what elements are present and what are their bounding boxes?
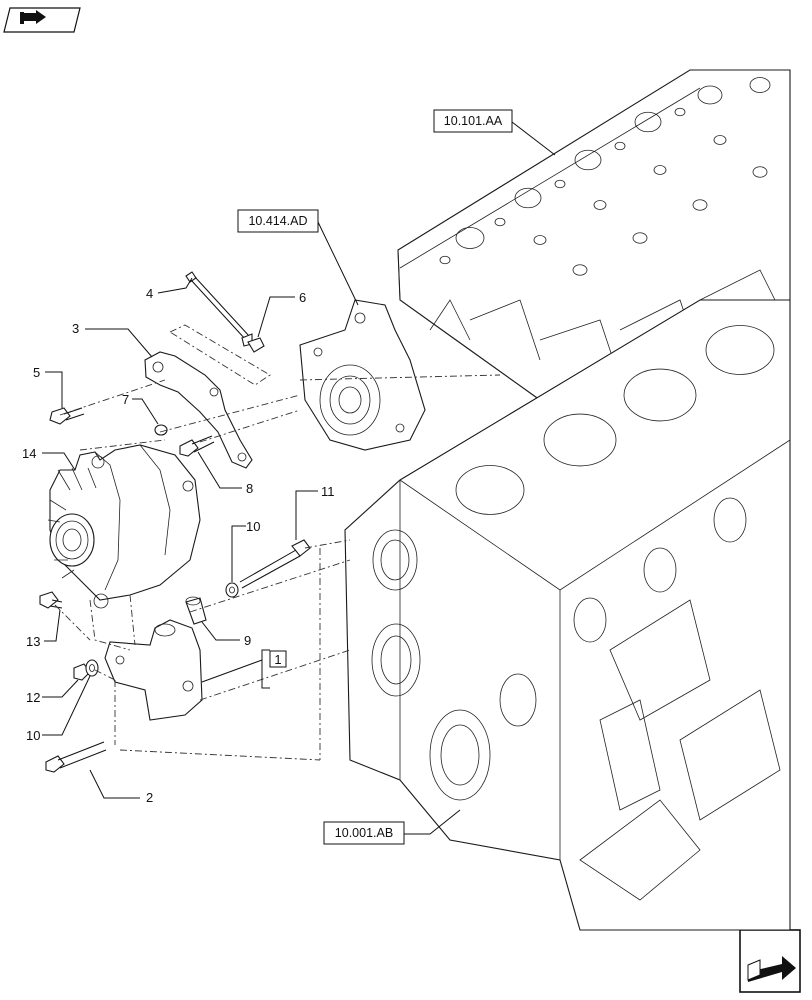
next-page-arrow-icon[interactable] (739, 929, 801, 993)
head-hole (632, 232, 648, 244)
ref-box-cylinder-head[interactable]: 10.101.AA (433, 109, 513, 133)
head-hole (439, 255, 451, 265)
callout-6: 6 (299, 290, 306, 305)
callout-11: 11 (321, 484, 335, 499)
callout-5: 5 (33, 365, 40, 380)
head-hole (634, 111, 662, 133)
ref-text-cylinder-head: 10.101.AA (444, 114, 503, 128)
bolt-11 (239, 539, 311, 589)
washer-10-left (85, 659, 99, 677)
bolt-4 (185, 271, 253, 347)
callouts: 1 2 3 4 5 6 7 8 9 10 11 12 13 14 10 (22, 286, 335, 805)
head-hole (713, 135, 727, 145)
leader-lines (42, 121, 556, 835)
head-hole (554, 179, 566, 189)
callout-10-left: 10 (26, 728, 40, 743)
callout-13: 13 (26, 634, 40, 649)
callout-10-right: 10 (246, 519, 260, 534)
alignment-lines (54, 324, 501, 761)
cylinder-bore (455, 465, 525, 515)
head-hole (749, 77, 771, 93)
callout-14: 14 (22, 446, 36, 461)
head-hole (674, 107, 686, 117)
cylinder-bore (543, 413, 617, 467)
bushing-9 (185, 596, 207, 625)
head-hole (697, 85, 723, 105)
callout-9: 9 (244, 633, 251, 648)
bolt-13 (39, 591, 63, 609)
bracket-lower (104, 619, 203, 721)
engine-block (344, 299, 791, 931)
bolt-2 (45, 741, 107, 773)
head-hole (494, 217, 506, 227)
head-hole (614, 141, 626, 151)
ref-box-engine-block[interactable]: 10.001.AB (323, 821, 405, 845)
head-hole (514, 187, 542, 209)
washer-10-right (225, 582, 239, 598)
callout-2: 2 (146, 790, 153, 805)
callout-3: 3 (72, 321, 79, 336)
callout-8: 8 (246, 481, 253, 496)
head-hole (533, 235, 547, 245)
callout-4: 4 (146, 286, 153, 301)
callout-1-text: 1 (274, 652, 281, 667)
callout-7: 7 (122, 392, 129, 407)
washer-7 (154, 424, 168, 436)
ref-text-engine-block: 10.001.AB (335, 826, 393, 840)
head-hole (653, 165, 667, 175)
ref-box-water-pump[interactable]: 10.414.AD (237, 209, 319, 233)
nut-6 (247, 337, 265, 353)
cylinder-bore (705, 325, 775, 375)
bolt-5 (49, 407, 85, 425)
book-arrow-icon[interactable] (3, 7, 81, 33)
cylinder-bore (623, 368, 697, 422)
water-pump (299, 299, 426, 451)
callout-12: 12 (26, 690, 40, 705)
head-hole (692, 199, 708, 211)
head-hole (574, 149, 602, 171)
bolt-8 (179, 435, 215, 457)
head-hole (572, 264, 588, 276)
ref-text-water-pump: 10.414.AD (248, 214, 307, 228)
head-hole (593, 200, 607, 210)
callout-1: 1 (269, 650, 287, 668)
head-hole (752, 166, 768, 178)
bracket-upper (144, 351, 253, 469)
head-hole (455, 227, 485, 249)
alternator (47, 444, 201, 609)
